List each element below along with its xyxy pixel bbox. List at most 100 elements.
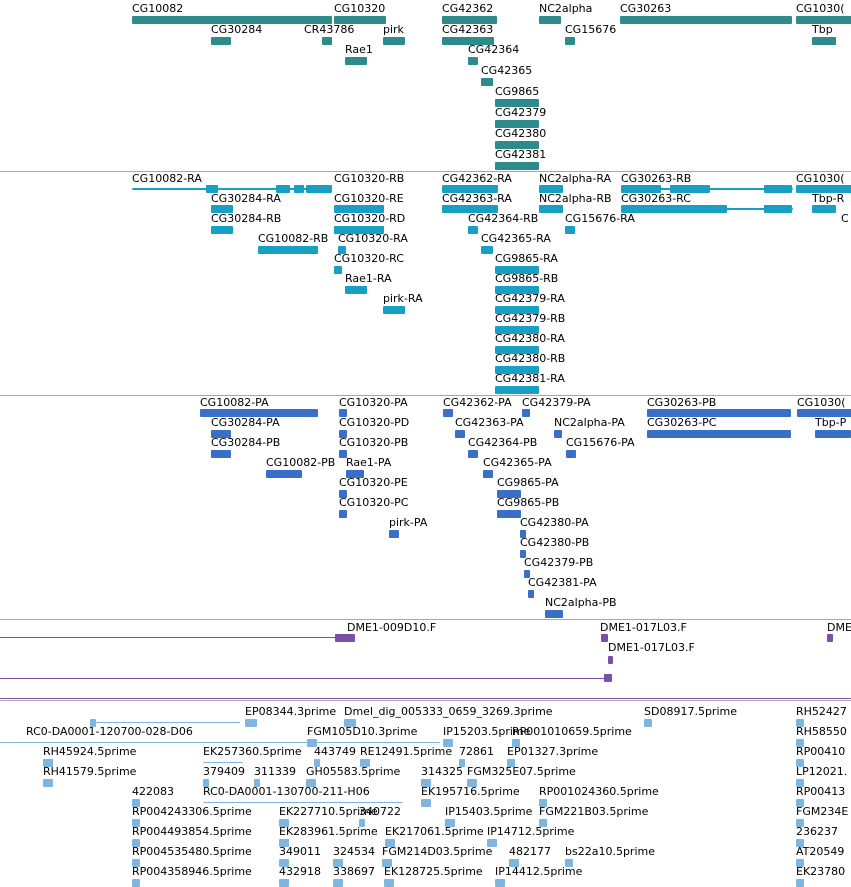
est-feature[interactable] <box>279 879 289 887</box>
transcript-feature[interactable] <box>481 246 493 254</box>
cds-feature[interactable] <box>522 409 530 417</box>
gene-feature[interactable] <box>565 37 575 45</box>
est-feature[interactable] <box>360 759 370 767</box>
gene-feature[interactable] <box>495 141 539 149</box>
cds-feature[interactable] <box>483 470 493 478</box>
est-feature[interactable] <box>132 879 140 887</box>
est-feature[interactable] <box>385 839 395 847</box>
est-track[interactable]: EP08344.3prime Dmel_dig_005333_0659_3269… <box>0 701 851 887</box>
transcript-feature[interactable] <box>495 346 539 354</box>
est-feature[interactable] <box>254 779 260 787</box>
cds-feature[interactable] <box>566 450 576 458</box>
transcript-feature[interactable] <box>539 185 563 193</box>
cds-feature[interactable] <box>797 409 851 417</box>
est-feature[interactable] <box>421 779 431 787</box>
est-feature[interactable] <box>306 779 316 787</box>
est-feature[interactable] <box>644 719 652 727</box>
est-feature[interactable] <box>203 802 403 803</box>
est-feature[interactable] <box>90 719 96 727</box>
cds-feature[interactable] <box>528 590 534 598</box>
cds-feature[interactable] <box>443 409 453 417</box>
transcript-feature[interactable] <box>345 286 367 294</box>
est-feature[interactable] <box>565 859 573 867</box>
est-feature[interactable] <box>796 719 804 727</box>
gene-feature[interactable] <box>211 37 231 45</box>
cds-feature[interactable] <box>339 430 347 438</box>
est-feature[interactable] <box>333 859 343 867</box>
est-feature[interactable] <box>279 839 289 847</box>
est-feature[interactable] <box>132 859 140 867</box>
gene-feature[interactable] <box>495 162 539 170</box>
cds-track[interactable]: CG10082-PA CG10320-PA CG42362-PA CG42379… <box>0 396 851 619</box>
est-feature[interactable] <box>132 839 140 847</box>
cds-feature[interactable] <box>647 430 791 438</box>
gene-feature[interactable] <box>796 16 851 24</box>
gene-feature[interactable] <box>495 99 539 107</box>
est-feature[interactable] <box>495 879 505 887</box>
est-feature[interactable] <box>796 819 804 827</box>
est-feature[interactable] <box>279 859 289 867</box>
cds-feature[interactable] <box>545 610 563 618</box>
transcript-feature[interactable] <box>306 185 332 193</box>
transcript-feature[interactable] <box>468 226 478 234</box>
cds-feature[interactable] <box>455 430 465 438</box>
est-feature[interactable] <box>279 819 289 827</box>
bac-feature[interactable] <box>601 634 608 642</box>
est-feature[interactable] <box>307 739 317 747</box>
gene-feature[interactable] <box>495 120 539 128</box>
bac-feature[interactable] <box>0 637 355 638</box>
est-feature[interactable] <box>443 739 453 747</box>
cds-feature[interactable] <box>497 490 521 498</box>
transcript-feature[interactable] <box>334 226 384 234</box>
cds-feature[interactable] <box>554 430 562 438</box>
cds-feature[interactable] <box>339 490 347 498</box>
est-feature[interactable] <box>796 759 804 767</box>
est-feature[interactable] <box>539 819 547 827</box>
gene-feature[interactable] <box>481 78 493 86</box>
transcript-feature[interactable] <box>495 326 539 334</box>
est-feature[interactable] <box>382 859 392 867</box>
cds-feature[interactable] <box>524 570 530 578</box>
est-feature[interactable] <box>796 839 804 847</box>
gene-feature[interactable] <box>345 57 367 65</box>
bac-feature[interactable] <box>0 698 851 699</box>
est-feature[interactable] <box>796 779 804 787</box>
gene-feature[interactable] <box>334 16 386 24</box>
transcript-feature[interactable] <box>338 246 346 254</box>
est-feature[interactable] <box>507 759 515 767</box>
cds-feature[interactable] <box>211 450 231 458</box>
transcript-feature[interactable] <box>495 266 539 274</box>
cds-feature[interactable] <box>520 530 526 538</box>
est-feature[interactable] <box>421 799 431 807</box>
bac-track[interactable]: DME1-009D10.F DME1-017L03.F DME1-017L03.… <box>0 620 851 699</box>
gene-feature[interactable] <box>132 16 332 24</box>
est-feature[interactable] <box>796 859 804 867</box>
gene-feature[interactable] <box>539 16 561 24</box>
est-feature[interactable] <box>796 739 804 747</box>
bac-feature[interactable] <box>608 656 613 664</box>
gene-feature[interactable] <box>812 37 836 45</box>
est-feature[interactable] <box>333 879 343 887</box>
est-feature[interactable] <box>796 879 804 887</box>
transcript-feature[interactable] <box>442 205 498 213</box>
transcript-feature[interactable] <box>539 205 563 213</box>
est-feature[interactable] <box>467 779 477 787</box>
cds-feature[interactable] <box>200 409 318 417</box>
transcript-feature[interactable] <box>132 188 332 190</box>
est-feature[interactable] <box>384 879 394 887</box>
cds-feature[interactable] <box>815 430 851 438</box>
est-feature[interactable] <box>132 799 140 807</box>
est-feature[interactable] <box>445 819 455 827</box>
est-feature[interactable] <box>509 859 519 867</box>
cds-feature[interactable] <box>339 409 347 417</box>
transcript-feature[interactable] <box>211 226 233 234</box>
transcript-feature[interactable] <box>495 286 539 294</box>
cds-feature[interactable] <box>211 430 231 438</box>
bac-feature[interactable] <box>827 634 833 642</box>
est-feature[interactable] <box>459 759 465 767</box>
transcript-feature[interactable] <box>495 306 539 314</box>
cds-feature[interactable] <box>389 530 399 538</box>
est-feature[interactable] <box>0 742 440 743</box>
transcript-feature[interactable] <box>796 185 851 193</box>
